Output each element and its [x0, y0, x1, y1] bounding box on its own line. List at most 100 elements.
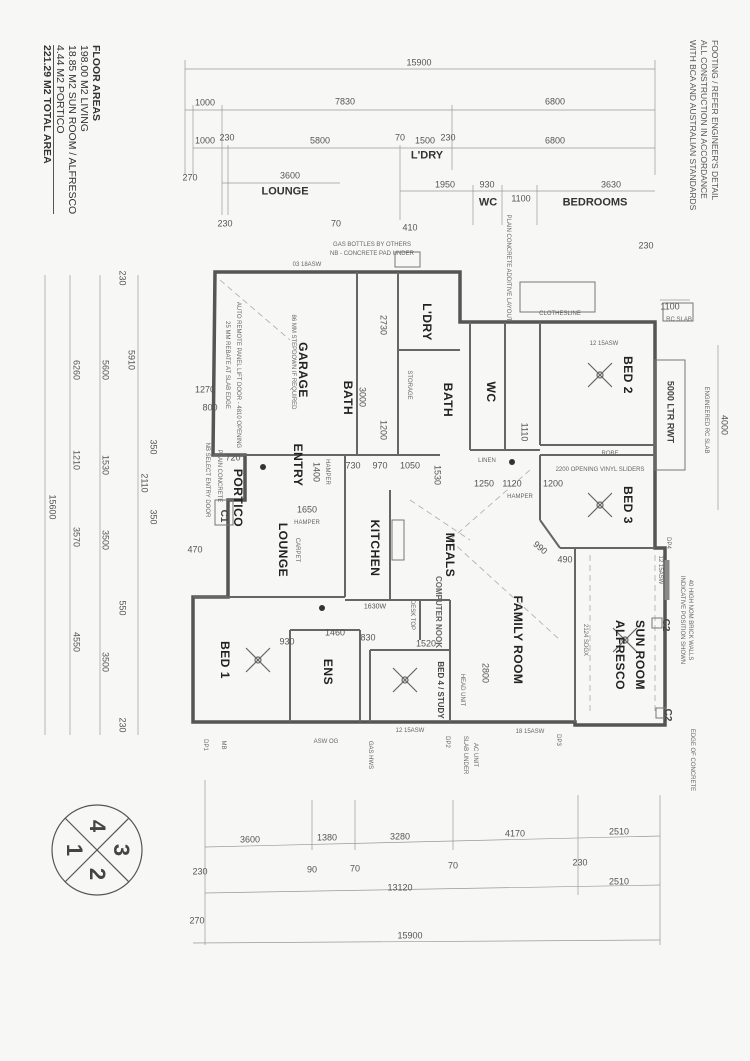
note-plain-concrete-layout: PLAIN CONCRETE ADDITIVE LAYOUT	[505, 214, 511, 322]
room-bed-4-study: BED 4 / STUDY	[436, 661, 445, 719]
dim-label: 7830	[334, 96, 356, 107]
compass-quadrant: 1	[62, 843, 87, 857]
dim-label: 270	[182, 172, 198, 183]
room-entry: ENTRY	[291, 443, 305, 487]
note-line: ALL CONSTRUCTION IN ACCORDANCE	[699, 40, 709, 199]
note-entry-door: NB SELECT ENTRY DOOR	[204, 442, 210, 518]
dim-label: 6260	[71, 359, 82, 381]
dim-label: 15900	[406, 57, 432, 68]
room-bed-3: BED 3	[621, 486, 635, 524]
room-wc: WC	[484, 381, 498, 403]
dim-label: 3600	[239, 834, 261, 845]
dim-label: 3500	[100, 651, 111, 673]
dim-label: 470	[187, 544, 203, 555]
room-family: FAMILY ROOM	[511, 595, 525, 685]
dim-label: 1110	[519, 422, 530, 442]
dim-label: 1050	[399, 460, 421, 471]
zone-label: LOUNGE	[261, 185, 309, 198]
note-desk-top: DESK TOP	[409, 599, 415, 631]
note-line: FOOTING / REFER ENGINEER'S DETAIL	[710, 40, 720, 201]
note-hamper: HAMPER	[507, 494, 533, 500]
dim-label: 3000	[357, 386, 368, 408]
dim-label: 970	[372, 460, 388, 471]
window-tag: ASW OG	[313, 739, 339, 745]
dim-label: 2800	[480, 662, 491, 684]
room-computer-nook: COMPUTER NOOK	[434, 576, 443, 648]
note-hamper: HAMPER	[324, 459, 330, 485]
dim-label: 1400	[311, 461, 322, 483]
note-gas-hws: GAS HWS	[367, 740, 373, 770]
note-head-unit: HEAD UNIT	[459, 673, 465, 707]
dim-label: 1650	[296, 504, 318, 515]
dim-label: 230	[192, 866, 208, 877]
window-tag: 03 18ASW	[292, 262, 322, 268]
fixtures	[214, 251, 694, 719]
dim-label: 6800	[544, 96, 566, 107]
zone-label: L'DRY	[410, 149, 444, 162]
zone-label: WC	[478, 196, 498, 209]
floor-finish: CARPET	[294, 537, 300, 563]
dim-label: 230	[572, 857, 588, 868]
note-rainwater-tank: 5000 LTR RWT	[665, 380, 676, 444]
dim-label: 3630	[600, 179, 622, 190]
dim-label: 490	[557, 554, 573, 565]
dim-label: 70	[330, 218, 342, 229]
dim-label: 550	[117, 600, 128, 616]
dim-label: 830	[360, 632, 376, 643]
dim-label: 15900	[397, 930, 423, 941]
floor-area-total: 221.29 M2 TOTAL AREA	[41, 45, 54, 215]
room-bath: BATH	[341, 380, 355, 416]
window-tag: 12 15ASW	[657, 555, 663, 585]
note-plain-concrete: PLAIN CONCRETE	[216, 449, 222, 503]
note-gas-bottles: GAS BOTTLES BY OTHERS	[333, 242, 411, 248]
room-ensuite: ENS	[321, 658, 335, 686]
floor-area-row: 4.44 M2 PORTICO	[54, 45, 66, 134]
dim-label: 70	[394, 132, 406, 143]
zone-label: BEDROOMS	[562, 196, 628, 209]
dim-label: 930	[279, 636, 295, 647]
dim-label: 1380	[316, 832, 338, 843]
floor-area-row: 18.85 M2 SUN ROOM / ALFRESCO	[66, 45, 78, 215]
construction-notes: FOOTING / REFER ENGINEER'S DETAIL ALL CO…	[687, 40, 720, 210]
column-c2: C2	[662, 708, 673, 722]
ceiling-fan-icons	[245, 362, 638, 693]
dim-label: 230	[638, 240, 654, 251]
dim-label: 4000	[719, 414, 730, 436]
compass-icon	[51, 804, 143, 896]
dim-label: 2730	[378, 314, 389, 336]
room-garage: GARAGE	[296, 342, 310, 398]
dim-label: 1520	[415, 638, 437, 649]
column-c2: C2	[660, 618, 671, 632]
room-meals: MEALS	[443, 532, 457, 578]
dim-label: 1530	[100, 454, 111, 476]
note-ac-slab: SLAB UNDER	[462, 735, 468, 775]
room-lounge: LOUNGE	[276, 522, 290, 578]
dimension-lines	[44, 60, 719, 945]
dim-label: 230	[440, 132, 456, 143]
note-concrete-pad: NB - CONCRETE PAD UNDER	[330, 251, 414, 257]
compass-quadrant: 3	[109, 843, 134, 857]
dim-label: 730	[345, 460, 361, 471]
room-robe: ROBE	[601, 451, 619, 457]
note-brick-walls: 40 HIGH NOM BRICK WALLS	[687, 579, 693, 661]
downpipe-tag: DP2	[444, 736, 450, 748]
window-tag: 12 15ASW	[589, 341, 619, 347]
dim-label: 230	[117, 717, 128, 733]
floor-areas-table: FLOOR AREAS 198.00 M2 LIVING 18.85 M2 SU…	[41, 45, 102, 215]
interior-walls	[193, 272, 655, 722]
downpipe-tag: DP4	[665, 537, 671, 549]
dim-label: 3500	[100, 529, 111, 551]
dim-label: 70	[447, 860, 459, 871]
note-rc-slab: RC SLAB	[666, 317, 692, 323]
dim-label: 350	[148, 509, 159, 525]
note-edge-concrete: EDGE OF CONCRETE	[689, 728, 695, 792]
dim-label: 5600	[100, 359, 111, 381]
dim-label: 1100	[660, 301, 680, 312]
dim-label: 230	[217, 218, 233, 229]
dim-label: 1210	[71, 449, 82, 471]
compass-quadrant: 2	[85, 867, 110, 881]
dim-label: 1460	[324, 627, 346, 638]
note-garage-door: AUTO REMOTE PANEL LIFT DOOR - 4810 OPENI…	[235, 301, 241, 449]
dim-label: 1250	[473, 478, 495, 489]
light-dots	[260, 459, 515, 611]
